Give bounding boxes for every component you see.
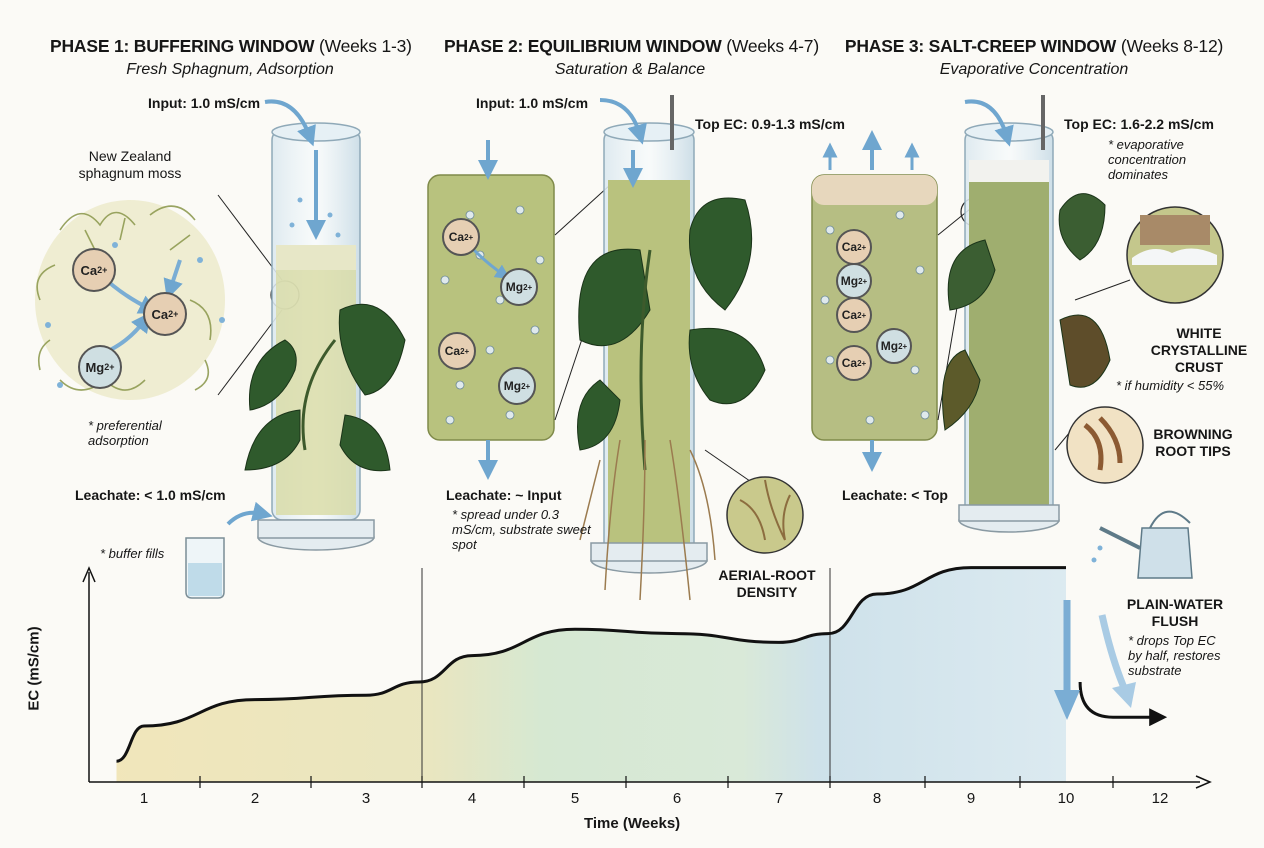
flush-label: PLAIN-WATER FLUSH <box>1126 596 1224 629</box>
phase-2-subtitle: Saturation & Balance <box>554 61 706 78</box>
browning-label: BROWNING ROOT TIPS <box>1153 426 1233 459</box>
input-label-1: Input: 1.0 mS/cm <box>148 95 261 111</box>
aerial-root-label: AERIAL-ROOT DENSITY <box>718 567 816 600</box>
x-tick-label: 9 <box>966 790 976 807</box>
watering-can-icon <box>1091 510 1193 579</box>
flush-note: * drops Top EC by half, restores substra… <box>1128 633 1221 678</box>
root-closeup <box>726 476 804 554</box>
phase-2-weeks: (Weeks 4-7) <box>726 36 819 56</box>
moss-label: New Zealand sphagnum moss <box>78 148 182 181</box>
x-tick-label: 5 <box>570 790 580 807</box>
phase-2-header: PHASE 2: EQUILIBRIUM WINDOW (Weeks 4-7) … <box>444 36 819 79</box>
ec-area-fill <box>116 567 1066 782</box>
top-ec-label-2: Top EC: 0.9-1.3 mS/cm <box>695 116 845 132</box>
leachate-label-2: Leachate: ~ Input <box>446 487 562 503</box>
moss-pole-section-3 <box>811 174 938 441</box>
x-tick-label: 8 <box>872 790 882 807</box>
moss-cluster <box>35 200 225 400</box>
plant-2 <box>577 197 766 471</box>
preferential-adsorption-note: * preferential adsorption <box>88 418 162 448</box>
x-tick-label: 4 <box>467 790 477 807</box>
phase-1-subtitle: Fresh Sphagnum, Adsorption <box>126 61 334 78</box>
x-tick-label: 6 <box>672 790 682 807</box>
phase1-illustration <box>35 99 406 599</box>
plant-3 <box>942 193 1111 431</box>
flush-curve <box>1078 681 1168 727</box>
x-tick-label: 12 <box>1151 790 1169 807</box>
phase-2-title: PHASE 2: EQUILIBRIUM WINDOW <box>444 36 722 56</box>
crust-label: WHITE CRYSTALLINE CRUST <box>1150 325 1248 375</box>
leachate-label-1: Leachate: < 1.0 mS/cm <box>75 487 226 503</box>
tube-3 <box>958 122 1060 533</box>
phase-1-title: PHASE 1: BUFFERING WINDOW <box>50 36 315 56</box>
phase-1-header: PHASE 1: BUFFERING WINDOW (Weeks 1-3) Fr… <box>50 36 412 79</box>
input-label-2: Input: 1.0 mS/cm <box>476 95 589 111</box>
x-tick-label: 3 <box>361 790 371 807</box>
plant-1 <box>244 303 406 472</box>
beaker-icon <box>185 537 225 599</box>
moss-pole-section-2 <box>427 174 555 441</box>
root-tip-closeup <box>1066 406 1144 484</box>
phase3-illustration <box>811 95 1224 579</box>
x-tick-label: 10 <box>1057 790 1075 807</box>
x-tick-label: 7 <box>774 790 784 807</box>
ec-curve <box>116 566 1066 763</box>
tube-2 <box>590 122 708 574</box>
phase-3-header: PHASE 3: SALT-CREEP WINDOW (Weeks 8-12) … <box>844 36 1224 79</box>
x-tick-label: 1 <box>139 790 149 807</box>
evaporative-note: * evaporative concentration dominates <box>1108 137 1187 182</box>
y-axis-label: EC (mS/cm) <box>25 626 43 711</box>
flush-arrow-2 <box>1098 614 1129 692</box>
ec-chart <box>82 566 1212 789</box>
crust-closeup <box>1126 206 1224 304</box>
x-tick-label: 2 <box>250 790 260 807</box>
top-ec-label-3: Top EC: 1.6-2.2 mS/cm <box>1064 116 1214 132</box>
x-axis-label: Time (Weeks) <box>584 815 681 832</box>
aerial-roots <box>579 439 716 601</box>
buffer-fills-note: * buffer fills <box>100 546 165 561</box>
phase-3-weeks: (Weeks 8-12) <box>1120 36 1224 56</box>
leachate-label-3: Leachate: < Top <box>842 487 948 503</box>
phase-3-title: PHASE 3: SALT-CREEP WINDOW <box>844 36 1117 56</box>
phase-1-weeks: (Weeks 1-3) <box>318 36 412 56</box>
spread-note: * spread under 0.3 mS/cm, substrate swee… <box>452 507 591 552</box>
phase-3-subtitle: Evaporative Concentration <box>939 61 1129 78</box>
humidity-note: * if humidity < 55% <box>1116 378 1225 393</box>
